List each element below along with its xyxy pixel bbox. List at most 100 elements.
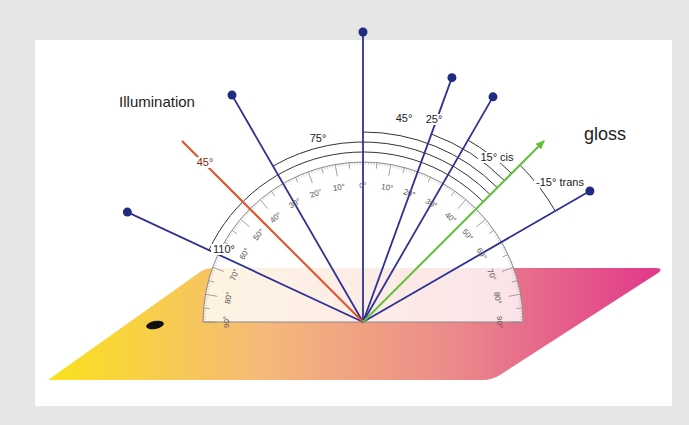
angle-label: 25° [424, 114, 445, 125]
protractor-minor-tick [449, 188, 451, 191]
protractor-minor-tick [478, 213, 480, 215]
protractor-minor-tick [520, 322, 523, 323]
protractor-minor-tick [226, 240, 229, 242]
detector-line [232, 95, 363, 322]
protractor-minor-tick [376, 163, 377, 166]
protractor-minor-tick [234, 228, 236, 230]
protractor-minor-tick [310, 171, 312, 174]
protractor-minor-tick [208, 280, 211, 282]
protractor-minor-tick [518, 294, 521, 296]
detector-dot [489, 92, 498, 101]
protractor-minor-tick [354, 162, 355, 165]
protractor-minor-tick [321, 167, 323, 170]
protractor-minor-tick [365, 162, 366, 165]
detector-line [363, 97, 493, 322]
protractor-minor-tick [368, 162, 369, 165]
protractor-minor-tick [487, 223, 489, 225]
protractor-minor-tick [519, 302, 522, 303]
protractor-tick [295, 177, 298, 182]
illumination-ray [182, 141, 363, 322]
protractor-tick [511, 322, 523, 323]
protractor-minor-tick [290, 179, 291, 182]
protractor-minor-tick [203, 316, 206, 317]
protractor-minor-tick [264, 196, 266, 198]
angle-label: 45° [394, 113, 415, 124]
protractor-minor-tick [395, 165, 397, 168]
protractor-minor-tick [215, 262, 218, 263]
angle-label: 45° [195, 157, 216, 168]
protractor-minor-tick [229, 235, 232, 237]
protractor-minor-tick [509, 262, 512, 263]
protractor-minor-tick [516, 286, 519, 288]
protractor-minor-tick [483, 219, 485, 221]
protractor-scale-number: 90° [495, 316, 503, 328]
protractor-minor-tick [470, 205, 472, 207]
protractor-minor-tick [240, 219, 242, 221]
protractor-minor-tick [267, 194, 269, 196]
protractor-minor-tick [464, 199, 466, 201]
protractor-minor-tick [214, 265, 217, 266]
protractor-scale-number: 80° [492, 292, 502, 305]
protractor-minor-tick [274, 189, 276, 191]
protractor-minor-tick [424, 175, 425, 178]
protractor-minor-tick [242, 217, 244, 219]
protractor-tick [232, 230, 237, 233]
protractor-minor-tick [515, 280, 518, 282]
protractor-tick [205, 294, 217, 296]
protractor-minor-tick [281, 185, 283, 188]
protractor-minor-tick [400, 167, 402, 170]
protractor-tick [451, 191, 454, 196]
protractor-tick [458, 199, 466, 208]
protractor-minor-tick [472, 207, 474, 209]
protractor-tick [403, 167, 405, 173]
protractor-minor-tick [211, 272, 214, 274]
detector-line [362, 32, 364, 322]
protractor-minor-tick [455, 193, 457, 195]
protractor-minor-tick [518, 296, 521, 297]
protractor-minor-tick [476, 211, 478, 213]
protractor-minor-tick [262, 198, 264, 200]
protractor-minor-tick [357, 162, 358, 165]
protractor-minor-tick [210, 275, 213, 277]
protractor-minor-tick [492, 230, 494, 232]
protractor-tick [512, 281, 518, 283]
protractor-minor-tick [205, 294, 208, 296]
protractor-minor-tick [329, 165, 331, 168]
protractor-minor-tick [512, 272, 515, 274]
protractor-minor-tick [406, 168, 408, 171]
protractor-minor-tick [237, 223, 239, 225]
protractor-minor-tick [398, 166, 400, 169]
protractor-tick [213, 267, 224, 271]
protractor-minor-tick [437, 181, 438, 184]
angle-arc [520, 165, 555, 211]
protractor-minor-tick [434, 179, 435, 182]
protractor-minor-tick [490, 228, 492, 230]
protractor-minor-tick [213, 267, 216, 268]
protractor-minor-tick [451, 189, 453, 191]
protractor-minor-tick [256, 203, 258, 205]
protractor-minor-tick [384, 164, 385, 167]
protractor-minor-tick [495, 235, 498, 237]
protractor-tick [204, 308, 210, 310]
protractor-minor-tick [205, 296, 208, 297]
protractor-minor-tick [306, 173, 307, 176]
protractor-minor-tick [206, 291, 209, 293]
protractor-minor-tick [203, 319, 206, 320]
protractor-minor-tick [517, 291, 520, 293]
protractor-minor-tick [340, 164, 341, 167]
protractor-minor-tick [260, 199, 262, 201]
protractor-minor-tick [204, 305, 207, 306]
protractor-minor-tick [252, 207, 254, 209]
protractor-minor-tick [505, 254, 508, 255]
protractor-minor-tick [439, 182, 440, 185]
protractor-minor-tick [327, 166, 329, 169]
protractor-minor-tick [209, 277, 212, 279]
protractor-minor-tick [332, 165, 334, 168]
protractor-minor-tick [208, 283, 211, 285]
illumination-label: Illumination [119, 94, 195, 109]
protractor-minor-tick [502, 247, 505, 248]
protractor-minor-tick [520, 310, 523, 311]
protractor-minor-tick [258, 201, 260, 203]
protractor-minor-tick [324, 167, 326, 170]
protractor-minor-tick [316, 169, 318, 172]
